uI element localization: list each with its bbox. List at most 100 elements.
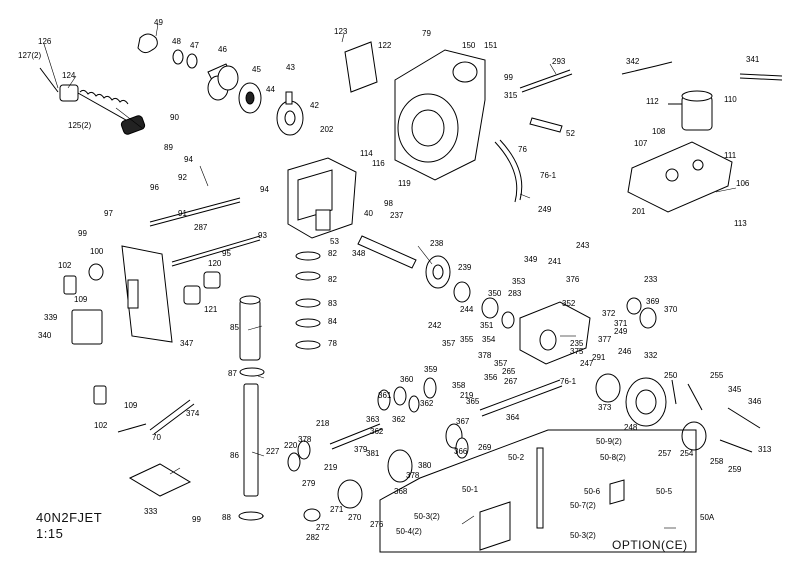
- part-label: 99: [192, 515, 201, 524]
- part-label: 49: [154, 18, 163, 27]
- part-label: 123: [334, 27, 348, 36]
- part-label: 50-5: [656, 487, 673, 496]
- part-label: 50-8(2): [600, 453, 626, 462]
- part-label: 94: [260, 185, 269, 194]
- part-label: 345: [728, 385, 742, 394]
- part-label: 243: [576, 241, 590, 250]
- part-label: 313: [758, 445, 772, 454]
- part-label: 367: [456, 417, 470, 426]
- part-label: 93: [258, 231, 267, 240]
- part-label: 50-7(2): [570, 501, 596, 510]
- part-label: 354: [482, 335, 496, 344]
- part-label: 244: [460, 305, 474, 314]
- part-label: 241: [548, 257, 562, 266]
- part-label: 70: [152, 433, 161, 442]
- part-label: 86: [230, 451, 239, 460]
- part-label: 120: [208, 259, 222, 268]
- part-label: 369: [646, 297, 660, 306]
- part-label: 220: [284, 441, 298, 450]
- part-label: 378: [478, 351, 492, 360]
- part-label: 45: [252, 65, 261, 74]
- part-label: 88: [222, 513, 231, 522]
- part-label: 50-1: [462, 485, 479, 494]
- part-label: 82: [328, 275, 337, 284]
- part-label: 365: [466, 397, 480, 406]
- part-label: 366: [454, 447, 468, 456]
- part-label: 237: [390, 211, 404, 220]
- part-label: 283: [508, 289, 522, 298]
- part-label: 272: [316, 523, 330, 532]
- part-label: 351: [480, 321, 494, 330]
- part-label: 361: [378, 391, 392, 400]
- part-label: 242: [428, 321, 442, 330]
- model-code: 40N2FJET: [36, 510, 103, 525]
- part-label: 349: [524, 255, 538, 264]
- part-label: 126: [38, 37, 52, 46]
- part-label: 279: [302, 479, 316, 488]
- part-label: 291: [592, 353, 606, 362]
- part-label: 127(2): [18, 51, 41, 60]
- part-label: 99: [78, 229, 87, 238]
- part-label: 119: [398, 179, 411, 188]
- part-label: 48: [172, 37, 181, 46]
- option-ce-box: [379, 429, 697, 553]
- part-label: 47: [190, 41, 199, 50]
- part-label: 249: [538, 205, 552, 214]
- part-label: 121: [204, 305, 218, 314]
- part-label: 257: [658, 449, 672, 458]
- part-label: 89: [164, 143, 173, 152]
- part-label: 357: [442, 339, 456, 348]
- part-label: 42: [310, 101, 319, 110]
- part-label: 269: [478, 443, 492, 452]
- part-label: 53: [330, 237, 339, 246]
- part-label: 259: [728, 465, 742, 474]
- part-label: 44: [266, 85, 275, 94]
- part-label: 40: [364, 209, 373, 218]
- part-label: 95: [222, 249, 231, 258]
- part-label: 380: [418, 461, 432, 470]
- part-label: 110: [724, 95, 737, 104]
- leader-lines: [43, 23, 737, 529]
- part-label: 375: [570, 347, 584, 356]
- part-label: 356: [484, 373, 498, 382]
- part-label: 112: [646, 97, 659, 106]
- part-label: 113: [734, 219, 747, 228]
- part-shapes: [39, 33, 783, 522]
- part-label: 254: [680, 449, 694, 458]
- part-label: 341: [746, 55, 760, 64]
- part-label: 346: [748, 397, 762, 406]
- part-label: 355: [460, 335, 474, 344]
- part-label: 255: [710, 371, 724, 380]
- part-label: 258: [710, 457, 724, 466]
- part-label: 372: [602, 309, 616, 318]
- part-label: 218: [316, 419, 330, 428]
- part-label: 107: [634, 139, 648, 148]
- option-ce-label: OPTION(CE): [612, 538, 688, 552]
- part-label: 102: [58, 261, 72, 270]
- part-label: 78: [328, 339, 337, 348]
- part-label: 102: [94, 421, 108, 430]
- part-label: 46: [218, 45, 227, 54]
- part-label: 96: [150, 183, 159, 192]
- part-label: 94: [184, 155, 193, 164]
- part-label: 219: [324, 463, 338, 472]
- part-label: 378: [298, 435, 312, 444]
- part-label: 250: [664, 371, 678, 380]
- part-label: 379: [354, 445, 368, 454]
- part-label: 248: [624, 423, 638, 432]
- part-label: 109: [74, 295, 88, 304]
- part-label: 43: [286, 63, 295, 72]
- part-label: 357: [494, 359, 508, 368]
- part-label: 363: [366, 415, 380, 424]
- part-label: 368: [394, 487, 408, 496]
- part-label: 371: [614, 319, 628, 328]
- part-label: 79: [422, 29, 431, 38]
- part-label: 83: [328, 299, 337, 308]
- part-label: 359: [424, 365, 438, 374]
- part-label: 227: [266, 447, 280, 456]
- part-label: 106: [736, 179, 750, 188]
- part-label: 370: [664, 305, 678, 314]
- part-label: 50-3(2): [570, 531, 596, 540]
- part-label: 111: [724, 151, 737, 160]
